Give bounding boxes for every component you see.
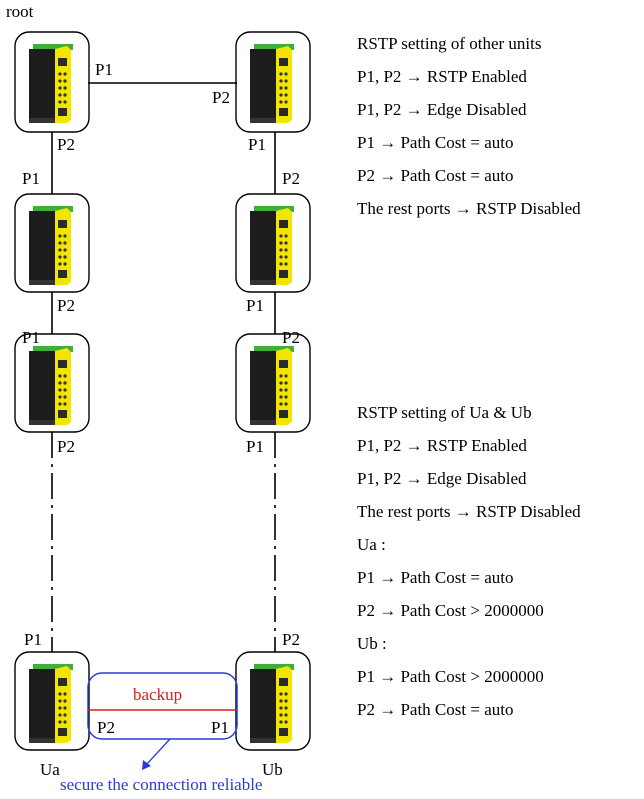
caption-ub: Ub	[262, 760, 283, 779]
port-right3-bottom: P1	[246, 437, 264, 456]
secure-note: secure the connection reliable	[60, 775, 262, 794]
secure-arrow	[142, 739, 170, 770]
port-left2-top: P1	[22, 169, 40, 188]
notes-uaub-line: Ua :	[357, 528, 581, 561]
port-ub-top: P2	[282, 630, 300, 649]
unit-ua	[15, 652, 89, 750]
notes-uaub-line: P1, P2 → Edge Disabled	[357, 462, 581, 495]
ring-links	[52, 83, 275, 652]
unit-right-3	[236, 334, 310, 432]
port-root-bottom: P2	[57, 135, 75, 154]
notes-uaub-line: P1 → Path Cost = auto	[357, 561, 581, 594]
notes-uaub-line: The rest ports → RSTP Disabled	[357, 495, 581, 528]
backup-box: backup P2 P1	[88, 673, 237, 739]
notes-ua-ub: RSTP setting of Ua & Ub P1, P2 → RSTP En…	[357, 396, 581, 726]
notes-other-line: P2 → Path Cost = auto	[357, 159, 581, 192]
port-right2-top: P2	[282, 169, 300, 188]
port-right3-top: P2	[282, 328, 300, 347]
notes-uaub-line: P2 → Path Cost = auto	[357, 693, 581, 726]
notes-other-line: P1, P2 → RSTP Enabled	[357, 60, 581, 93]
unit-right-2	[236, 194, 310, 292]
notes-other-line: P1, P2 → Edge Disabled	[357, 93, 581, 126]
notes-uaub-line: P1, P2 → RSTP Enabled	[357, 429, 581, 462]
notes-other-line: The rest ports → RSTP Disabled	[357, 192, 581, 225]
notes-uaub-line: P2 → Path Cost > 2000000	[357, 594, 581, 627]
unit-root	[15, 32, 89, 132]
port-ua-top: P1	[24, 630, 42, 649]
caption-ua: Ua	[40, 760, 60, 779]
backup-label: backup	[133, 685, 182, 704]
unit-left-3	[15, 334, 89, 432]
port-topright-side: P2	[212, 88, 230, 107]
port-left2-bottom: P2	[57, 296, 75, 315]
port-topright-bottom: P1	[248, 135, 266, 154]
notes-other-title: RSTP setting of other units	[357, 27, 581, 60]
notes-uaub-line: Ub :	[357, 627, 581, 660]
notes-uaub-title: RSTP setting of Ua & Ub	[357, 396, 581, 429]
port-root-side: P1	[95, 60, 113, 79]
unit-ub	[236, 652, 310, 750]
unit-left-2	[15, 194, 89, 292]
unit-top-right	[236, 32, 310, 132]
port-right2-bottom: P1	[246, 296, 264, 315]
notes-other-line: P1 → Path Cost = auto	[357, 126, 581, 159]
port-left3-top: P1	[22, 328, 40, 347]
backup-right-port: P1	[211, 718, 229, 737]
notes-uaub-line: P1 → Path Cost > 2000000	[357, 660, 581, 693]
port-left3-bottom: P2	[57, 437, 75, 456]
backup-left-port: P2	[97, 718, 115, 737]
root-label: root	[6, 2, 34, 21]
notes-other-units: RSTP setting of other units P1, P2 → RST…	[357, 27, 581, 225]
